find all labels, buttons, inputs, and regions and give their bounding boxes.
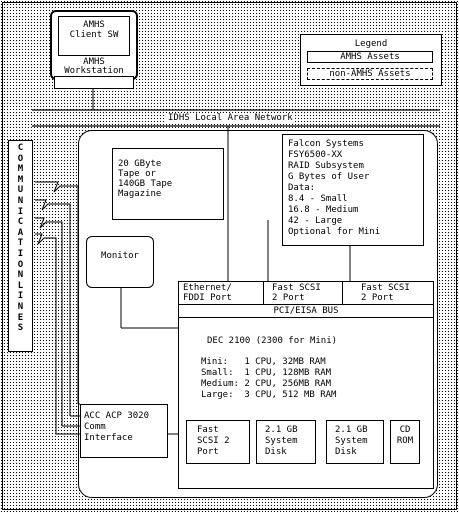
server-config-large: Large: 3 CPU, 512 MB RAM: [201, 390, 337, 400]
legend-non-amhs-swatch: non-AMHS Assets: [307, 68, 433, 80]
raid-line-2: FSY6500-XX: [288, 150, 343, 160]
workstation-software-line-2: Client SW: [69, 30, 119, 40]
tape-storage: 20 GByte Tape or 140GB Tape Magazine: [112, 148, 224, 220]
raid-line-6: 8.4 - Small: [288, 194, 348, 204]
scsi-port-1-line-1: Fast SCSI: [272, 283, 321, 293]
tape-line-2: Tape or: [118, 169, 156, 179]
legend-amhs-swatch: AMHS Assets: [307, 51, 433, 63]
tape-line-1: 20 GByte: [118, 159, 162, 169]
ethernet-port-line-1: Ethernet/: [183, 283, 232, 293]
acc-comm-interface: ACC ACP 3020 Comm Interface: [80, 404, 168, 458]
communication-lines-letter: M: [17, 164, 24, 175]
workstation-screen: AMHS Client SW: [58, 16, 130, 56]
workstation-caption-line-1: AMHS: [83, 57, 105, 67]
workstation-software-line-1: AMHS: [83, 20, 105, 30]
workstation-caption-line-2: Workstation: [64, 66, 124, 76]
communication-lines-letter: E: [17, 312, 24, 323]
cd-line-2: ROM: [396, 436, 414, 446]
acc-line-2: Comm: [84, 422, 106, 432]
system-disk-1: 2.1 GB System Disk: [256, 420, 316, 464]
acc-line-3: Interface: [84, 433, 133, 443]
raid-line-1: Falcon Systems: [288, 139, 364, 149]
communication-lines-letter: N: [17, 270, 24, 281]
scsi-port-2-line-2: 2 Port: [361, 293, 394, 303]
system-disk-2: 2.1 GB System Disk: [326, 420, 384, 464]
disk-2-line-1: 2.1 GB: [335, 425, 368, 435]
communication-lines-letter: I: [17, 291, 24, 302]
communication-lines-letter: A: [17, 227, 24, 238]
lan-label: IDHS Local Area Network: [166, 113, 295, 123]
communication-lines-letter: U: [17, 185, 24, 196]
pci-eisa-bus: PCI/EISA BUS: [178, 304, 434, 318]
communication-lines-letter: N: [17, 301, 24, 312]
disk-1-line-2: System: [265, 436, 298, 446]
legend-non-amhs-label: non-AMHS Assets: [329, 69, 411, 79]
server-config-small: Small: 1 CPU, 128MB RAM: [201, 368, 332, 378]
raid-subsystem: Falcon Systems FSY6500-XX RAID Subsystem…: [282, 134, 424, 246]
legend-amhs-label: AMHS Assets: [340, 52, 400, 62]
scsi-port-2-line-1: Fast SCSI: [361, 283, 410, 293]
raid-line-3: RAID Subsystem: [288, 161, 364, 171]
raid-line-9: Optional for Mini: [288, 227, 381, 237]
communication-lines-letter: S: [17, 323, 24, 334]
raid-line-7: 16.8 - Medium: [288, 205, 359, 215]
communication-lines-letter: N: [17, 195, 24, 206]
communication-lines-letter: C: [17, 217, 24, 228]
bottom-scsi-line-2: SCSI 2: [197, 436, 230, 446]
disk-2-line-2: System: [335, 436, 368, 446]
server-title: DEC 2100 (2300 for Mini): [207, 336, 338, 346]
raid-line-8: 42 - Large: [288, 216, 343, 226]
ethernet-port-line-2: FDDI Port: [183, 293, 232, 303]
fast-scsi-port-1: Fast SCSI 2 Port: [263, 281, 343, 305]
tape-line-4: Magazine: [118, 189, 162, 199]
communication-lines-letter: T: [17, 238, 24, 249]
disk-1-line-1: 2.1 GB: [265, 425, 298, 435]
fast-scsi-2-port-bottom: Fast SCSI 2 Port: [186, 420, 250, 464]
tape-line-3: 140GB Tape: [118, 179, 173, 189]
legend-title: Legend: [354, 39, 388, 49]
cd-line-1: CD: [399, 425, 411, 435]
fast-scsi-port-2: Fast SCSI 2 Port: [342, 281, 434, 305]
disk-2-line-3: Disk: [335, 447, 357, 457]
scsi-port-1-line-2: 2 Port: [272, 293, 305, 303]
disk-1-line-3: Disk: [265, 447, 287, 457]
communication-lines-letter: I: [17, 248, 24, 259]
bus-label: PCI/EISA BUS: [273, 306, 339, 316]
workstation-keyboard: [54, 76, 134, 89]
bottom-scsi-line-1: Fast: [197, 425, 219, 435]
communication-lines-letter: O: [17, 259, 24, 270]
server-config-mini: Mini: 1 CPU, 32MB RAM: [201, 357, 326, 367]
cd-rom: CD ROM: [390, 420, 420, 464]
communication-lines-letter: O: [17, 153, 24, 164]
monitor: Monitor: [86, 236, 154, 288]
bottom-scsi-line-3: Port: [197, 447, 219, 457]
communication-lines-letter: L: [17, 280, 24, 291]
legend: Legend AMHS Assets non-AMHS Assets: [300, 34, 442, 86]
communication-lines-letter: M: [17, 174, 24, 185]
ethernet-fddi-port: Ethernet/ FDDI Port: [178, 281, 264, 305]
server-config-medium: Medium: 2 CPU, 256MB RAM: [201, 379, 332, 389]
communication-lines-letter: C: [17, 143, 24, 153]
raid-line-5: Data:: [288, 183, 316, 193]
raid-line-4: G Bytes of User: [288, 172, 370, 182]
monitor-label: Monitor: [101, 251, 139, 261]
communication-lines-letter: I: [17, 206, 24, 217]
acc-line-1: ACC ACP 3020: [84, 411, 150, 421]
